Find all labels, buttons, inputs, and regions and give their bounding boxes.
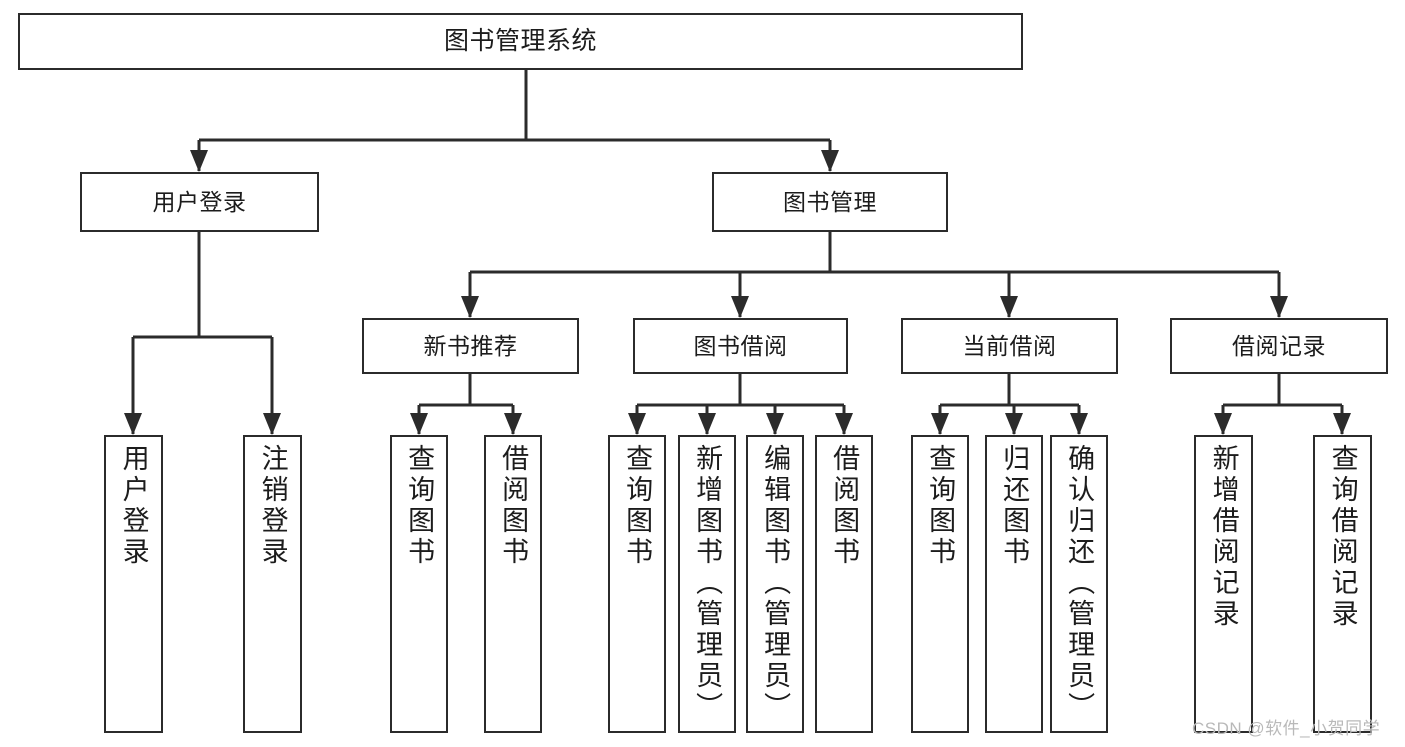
node-leaf-add-book[interactable]: 新增图书（管理员） [678, 435, 736, 733]
user-login-to-leaves-arrow-0 [124, 413, 142, 435]
node-leaf-return-book[interactable]: 归还图书 [985, 435, 1043, 733]
node-leaf-edit-book-label: 编辑图书（管理员） [760, 444, 791, 723]
node-book-borrow[interactable]: 图书借阅 [633, 318, 848, 374]
node-current-borrow[interactable]: 当前借阅 [901, 318, 1118, 374]
node-root[interactable]: 图书管理系统 [18, 13, 1023, 70]
node-book-borrow-label: 图书借阅 [693, 332, 788, 359]
user-login-to-leaves-arrow-1 [263, 413, 281, 435]
node-leaf-logout-label: 注销登录 [257, 444, 288, 568]
node-leaf-user-login[interactable]: 用户登录 [104, 435, 163, 733]
borrow-record-to-leaves-arrow-1 [1333, 413, 1351, 435]
node-leaf-confirm-return-label: 确认归还（管理员） [1064, 444, 1095, 723]
node-leaf-return-book-label: 归还图书 [999, 444, 1030, 568]
borrow-record-to-leaves-arrow-0 [1214, 413, 1232, 435]
node-leaf-borrow-book-1[interactable]: 借阅图书 [484, 435, 542, 733]
book-management-to-level2-arrow-0 [461, 296, 479, 318]
node-user-login[interactable]: 用户登录 [80, 172, 319, 232]
node-new-book-recommend[interactable]: 新书推荐 [362, 318, 579, 374]
book-borrow-to-leaves-arrow-2 [766, 413, 784, 435]
node-book-management[interactable]: 图书管理 [712, 172, 948, 232]
book-borrow-to-leaves-arrow-0 [628, 413, 646, 435]
current-borrow-to-leaves-arrow-1 [1005, 413, 1023, 435]
node-leaf-add-record-label: 新增借阅记录 [1208, 444, 1239, 630]
book-management-to-level2-arrow-1 [731, 296, 749, 318]
node-leaf-query-book-2-label: 查询图书 [622, 444, 653, 568]
node-root-label: 图书管理系统 [443, 27, 597, 55]
node-leaf-query-record-label: 查询借阅记录 [1327, 444, 1358, 630]
node-user-login-label: 用户登录 [152, 188, 247, 215]
node-leaf-query-record[interactable]: 查询借阅记录 [1313, 435, 1372, 733]
new-book-to-leaves-arrow-1 [504, 413, 522, 435]
node-book-management-label: 图书管理 [783, 188, 877, 215]
node-leaf-logout[interactable]: 注销登录 [243, 435, 302, 733]
current-borrow-to-leaves-arrow-0 [931, 413, 949, 435]
node-leaf-borrow-book-2[interactable]: 借阅图书 [815, 435, 873, 733]
node-borrow-record-label: 借阅记录 [1232, 332, 1326, 359]
node-current-borrow-label: 当前借阅 [962, 332, 1057, 359]
book-management-to-level2-arrow-3 [1270, 296, 1288, 318]
node-leaf-borrow-book-1-label: 借阅图书 [498, 444, 529, 568]
book-management-to-level2-arrow-2 [1000, 296, 1018, 318]
node-leaf-query-book-3-label: 查询图书 [925, 444, 956, 568]
current-borrow-to-leaves-arrow-2 [1070, 413, 1088, 435]
node-leaf-query-book-2[interactable]: 查询图书 [608, 435, 666, 733]
book-borrow-to-leaves-arrow-1 [698, 413, 716, 435]
node-borrow-record[interactable]: 借阅记录 [1170, 318, 1388, 374]
node-new-book-recommend-label: 新书推荐 [423, 332, 518, 359]
csdn-watermark: CSDN @软件_小贺同学 [1192, 719, 1381, 738]
node-leaf-user-login-label: 用户登录 [118, 444, 149, 568]
node-leaf-query-book-3[interactable]: 查询图书 [911, 435, 969, 733]
root-to-level1-arrow-0 [190, 150, 208, 172]
node-leaf-confirm-return[interactable]: 确认归还（管理员） [1050, 435, 1108, 733]
node-leaf-query-book-1-label: 查询图书 [404, 444, 435, 568]
book-borrow-to-leaves-arrow-3 [835, 413, 853, 435]
node-leaf-edit-book[interactable]: 编辑图书（管理员） [746, 435, 804, 733]
root-to-level1-arrow-1 [821, 150, 839, 172]
new-book-to-leaves-arrow-0 [410, 413, 428, 435]
node-leaf-add-record[interactable]: 新增借阅记录 [1194, 435, 1253, 733]
node-leaf-add-book-label: 新增图书（管理员） [692, 444, 723, 723]
node-leaf-borrow-book-2-label: 借阅图书 [829, 444, 860, 568]
node-leaf-query-book-1[interactable]: 查询图书 [390, 435, 448, 733]
